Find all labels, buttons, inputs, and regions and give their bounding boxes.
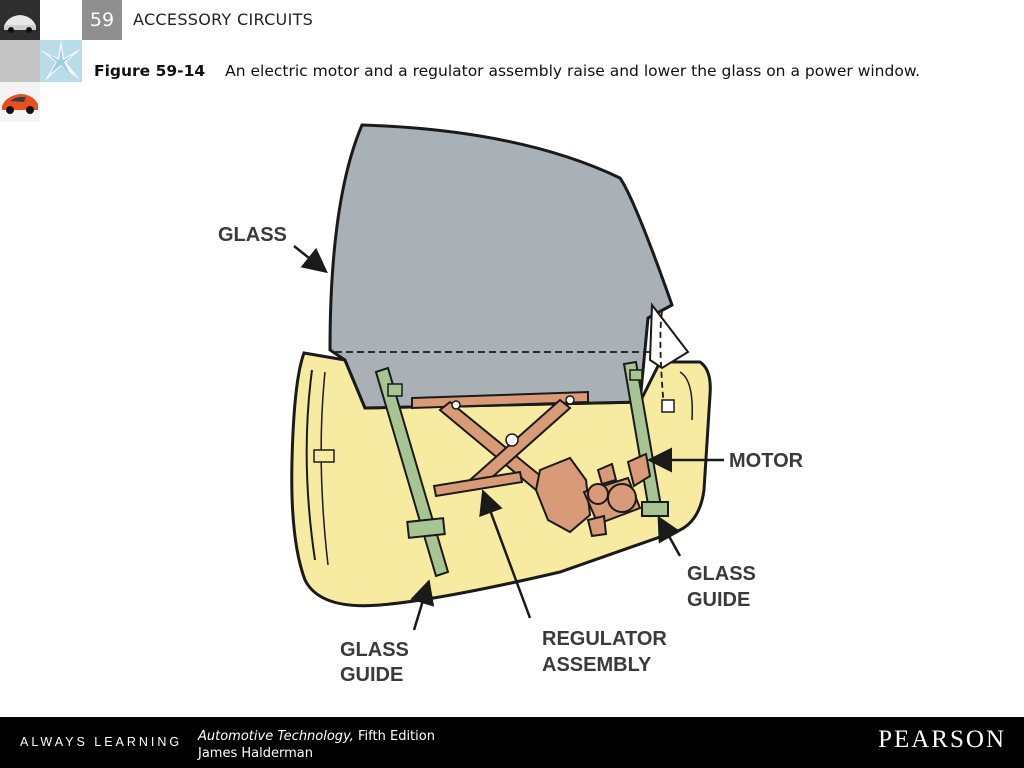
left-glass-guide bbox=[374, 366, 450, 578]
label-glass: GLASS bbox=[218, 224, 287, 246]
label-glass-guide-left-line2: GUIDE bbox=[340, 664, 403, 686]
sports-car-thumbnail bbox=[0, 82, 40, 122]
label-regulator-line1: REGULATOR bbox=[542, 628, 667, 650]
crystal-thumbnail bbox=[40, 40, 82, 82]
leader-lines bbox=[293, 245, 724, 631]
header-gray-block bbox=[0, 40, 40, 82]
chapter-title: ACCESSORY CIRCUITS bbox=[133, 10, 314, 29]
book-author: James Halderman bbox=[198, 746, 313, 761]
label-motor: MOTOR bbox=[729, 450, 804, 472]
publisher-logo: PEARSON bbox=[878, 726, 1006, 753]
label-regulator-line2: ASSEMBLY bbox=[542, 654, 652, 676]
footer-book-info: Automotive Technology, Fifth Edition Jam… bbox=[198, 728, 435, 762]
caption-text: An electric motor and a regulator assemb… bbox=[225, 62, 921, 80]
figure-caption: Figure 59-14 An electric motor and a regu… bbox=[94, 61, 974, 81]
regulator-assembly bbox=[411, 390, 592, 534]
book-edition: Fifth Edition bbox=[353, 729, 435, 744]
book-title: Automotive Technology, bbox=[198, 729, 354, 744]
power-window-diagram: GLASS MOTOR GLASS GUIDE GLASS GUIDE REGU… bbox=[218, 123, 804, 686]
label-glass-guide-right-line2: GUIDE bbox=[687, 589, 750, 611]
label-glass-guide-right-line1: GLASS bbox=[687, 563, 756, 585]
window-motor bbox=[582, 452, 652, 538]
chapter-number: 59 bbox=[82, 0, 122, 40]
car-thumbnail-top bbox=[0, 0, 40, 40]
window-glass bbox=[328, 123, 690, 413]
label-glass-guide-left-line1: GLASS bbox=[340, 639, 409, 661]
footer-tagline: ALWAYS LEARNING bbox=[20, 735, 183, 749]
footer-bar: ALWAYS LEARNING Automotive Technology, F… bbox=[0, 717, 1024, 768]
figure-label: Figure 59-14 bbox=[94, 62, 206, 80]
